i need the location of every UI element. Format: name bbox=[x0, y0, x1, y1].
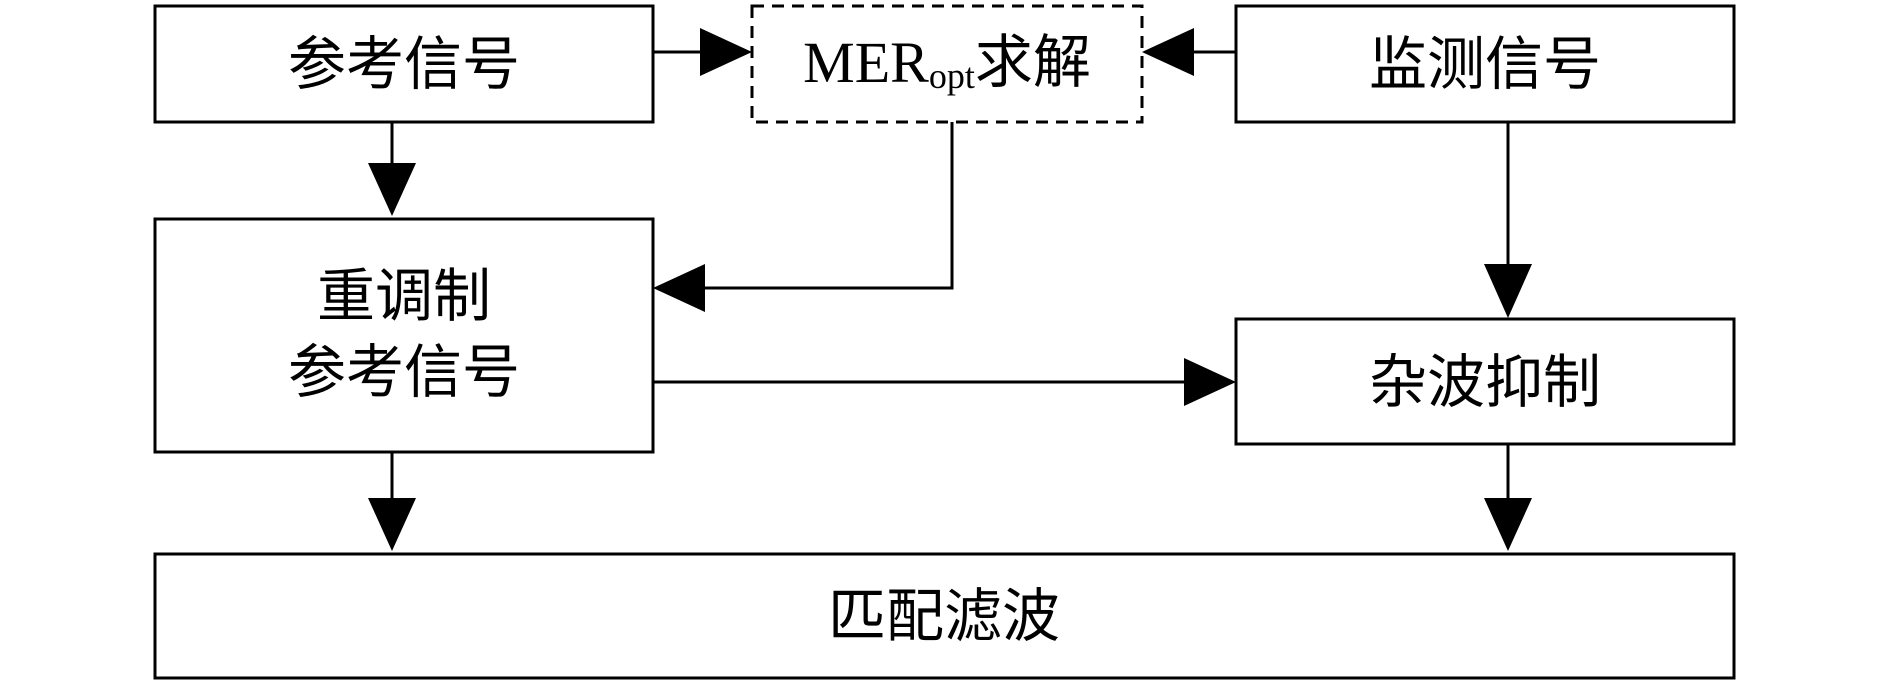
node-monitor-signal: 监测信号 bbox=[1234, 4, 1736, 124]
matched-filter-label: 匹配滤波 bbox=[828, 582, 1060, 650]
mer-solver-label: MERopt求解 bbox=[803, 30, 1091, 97]
arrow-clutter-to-matched bbox=[1484, 444, 1532, 551]
node-matched-filter: 匹配滤波 bbox=[153, 552, 1736, 680]
arrow-mer-to-remodulated bbox=[653, 122, 954, 312]
node-reference-signal: 参考信号 bbox=[153, 4, 655, 124]
arrow-remodulated-to-clutter bbox=[653, 358, 1236, 406]
node-remodulated-reference: 重调制 参考信号 bbox=[153, 217, 655, 454]
arrow-monitor-to-mer bbox=[1142, 28, 1236, 76]
arrow-monitor-to-clutter bbox=[1484, 122, 1532, 318]
clutter-suppression-label: 杂波抑制 bbox=[1369, 348, 1601, 416]
reference-signal-label: 参考信号 bbox=[288, 30, 520, 98]
node-clutter-suppression: 杂波抑制 bbox=[1234, 317, 1736, 446]
arrow-reference-to-mer bbox=[653, 28, 752, 76]
arrow-reference-to-remodulated bbox=[368, 122, 416, 216]
remodulated-line1: 重调制 bbox=[317, 262, 491, 330]
mer-main-text: MER bbox=[803, 30, 929, 95]
monitor-signal-label: 监测信号 bbox=[1369, 30, 1601, 98]
arrow-remodulated-to-matched bbox=[368, 452, 416, 551]
remodulated-line2: 参考信号 bbox=[288, 338, 520, 406]
mer-suffix: 求解 bbox=[975, 30, 1091, 95]
mer-subscript: opt bbox=[929, 56, 975, 96]
node-mer-solver: MERopt求解 bbox=[750, 4, 1144, 124]
